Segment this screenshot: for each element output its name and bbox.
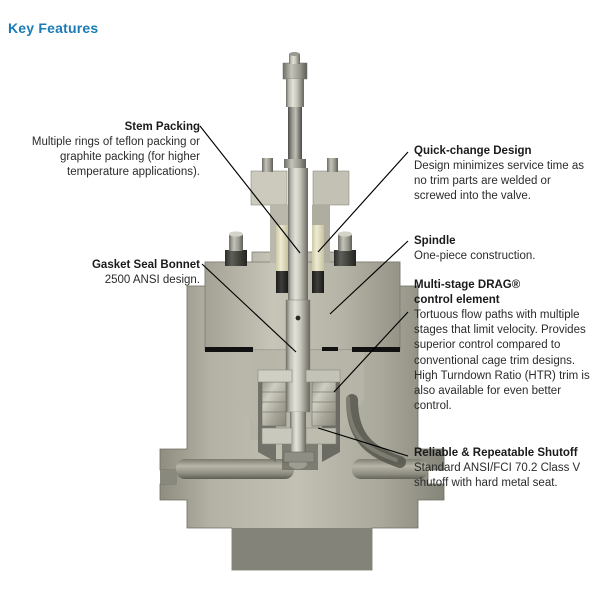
- annotation-drag-heading-line1: Multi-stage DRAG®: [414, 279, 521, 291]
- base-pedestal-shade: [232, 528, 372, 570]
- annotation-gasket-seal-bonnet: Gasket Seal Bonnet 2500 ANSI design.: [20, 258, 200, 288]
- annotation-spindle: Spindle One-piece construction.: [414, 234, 584, 264]
- drag-disc-stack-left: [261, 381, 287, 427]
- annotation-gasket-seal-bonnet-body: 2500 ANSI design.: [104, 274, 200, 286]
- spindle-shaft: [288, 168, 308, 308]
- leader-lines: [199, 125, 409, 457]
- leader-spindle: [329, 240, 409, 315]
- gland-flange-left: [250, 170, 288, 206]
- bolt-top-right: [338, 231, 352, 237]
- leader-gasket-seal-bonnet: [201, 263, 297, 353]
- inlet-port-lip: [160, 470, 176, 484]
- leader-stem-packing: [199, 125, 301, 254]
- annotation-stem-packing: Stem Packing Multiple rings of teflon pa…: [20, 120, 200, 181]
- stem-upper: [286, 79, 304, 107]
- flow-passage-highlight: [346, 396, 398, 462]
- stem-coupling: [284, 159, 306, 168]
- bolt-head-left: [225, 250, 247, 266]
- stem-tip: [289, 54, 300, 64]
- packing-box-assembly: [250, 158, 350, 293]
- drag-disc-laminations: [262, 391, 336, 413]
- spindle-pin-hole: [295, 315, 301, 321]
- annotation-multi-stage-drag-control-element: Multi-stage DRAG® control element Tortuo…: [414, 278, 590, 414]
- annotation-reliable-repeatable-shutoff: Reliable & Repeatable Shutoff Standard A…: [414, 446, 590, 491]
- bolt-stud-right: [338, 234, 352, 251]
- leader-shutoff: [317, 427, 409, 457]
- bonnet-bolt-group: [225, 231, 356, 266]
- annotation-quick-change-design-heading: Quick-change Design: [414, 145, 532, 157]
- teflon-packing-right: [312, 225, 324, 271]
- annotation-gasket-seal-bonnet-heading: Gasket Seal Bonnet: [91, 259, 200, 271]
- annotation-stem-packing-body: Multiple rings of teflon packing or grap…: [31, 136, 200, 179]
- annotation-quick-change-design-body: Design minimizes service time as no trim…: [414, 160, 584, 203]
- drag-control-element: [257, 369, 341, 463]
- cage-retainer-right: [305, 369, 341, 383]
- valve-plug-stem: [290, 412, 306, 464]
- graphite-packing-left: [276, 271, 288, 293]
- teflon-packing-left: [276, 225, 288, 271]
- stem-tip-cap: [289, 52, 300, 56]
- gasket-seal-right: [352, 347, 400, 352]
- leader-quick-change: [317, 151, 409, 253]
- gasket-seal-center: [322, 347, 338, 351]
- leader-drag-element: [333, 311, 409, 393]
- annotation-drag-body: Tortuous flow paths with multiple stages…: [414, 309, 590, 413]
- spindle-assembly: [282, 52, 311, 469]
- drag-disc-stack-right: [311, 381, 337, 427]
- annotation-spindle-heading: Spindle: [414, 235, 456, 247]
- graphite-packing-right: [312, 271, 324, 293]
- stem-mid-thin: [288, 107, 302, 159]
- gasket-seal-lines: [205, 347, 400, 352]
- gland-flange-right: [312, 170, 350, 206]
- annotation-shutoff-body: Standard ANSI/FCI 70.2 Class V shutoff w…: [414, 462, 581, 490]
- seat-retainer-left: [261, 427, 293, 445]
- bolt-stud-left: [229, 234, 243, 251]
- annotation-spindle-body: One-piece construction.: [414, 250, 536, 262]
- gasket-seal-left: [205, 347, 253, 352]
- annotation-stem-packing-heading: Stem Packing: [124, 121, 200, 133]
- inlet-bore: [176, 459, 294, 479]
- annotation-shutoff-heading: Reliable & Repeatable Shutoff: [414, 447, 578, 459]
- gland-stud-right: [327, 158, 338, 172]
- gland-stud-left: [262, 158, 273, 172]
- bolt-top-left: [229, 231, 243, 237]
- seat-retainer-right: [305, 427, 337, 445]
- annotation-quick-change-design: Quick-change Design Design minimizes ser…: [414, 144, 584, 205]
- hard-metal-seat: [283, 451, 315, 463]
- outlet-bore: [352, 459, 428, 479]
- bolt-head-right: [334, 250, 356, 266]
- annotation-drag-heading-line2: control element: [414, 294, 500, 306]
- stem-hex-nut: [282, 62, 308, 80]
- page-title: Key Features: [8, 20, 99, 36]
- cage-retainer-left: [257, 369, 293, 383]
